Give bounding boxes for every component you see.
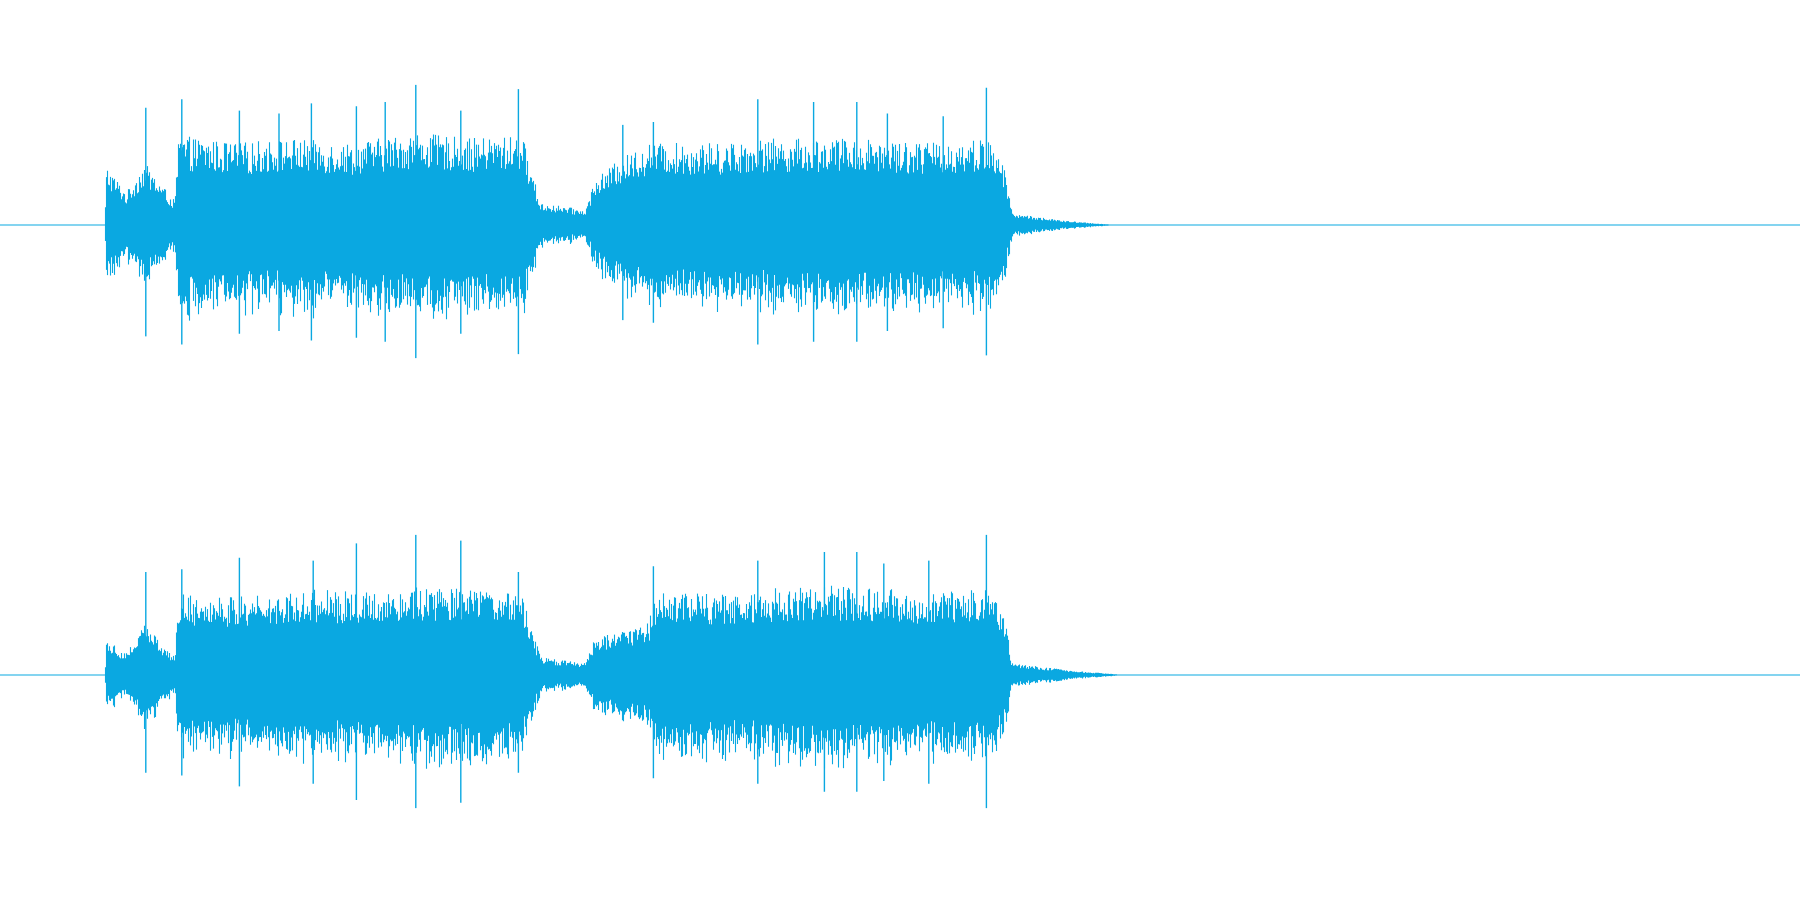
waveform-body — [104, 585, 1119, 769]
waveform-channel-bottom — [0, 534, 1800, 809]
waveform-body — [104, 134, 1110, 321]
waveform-channel-top — [0, 84, 1800, 359]
